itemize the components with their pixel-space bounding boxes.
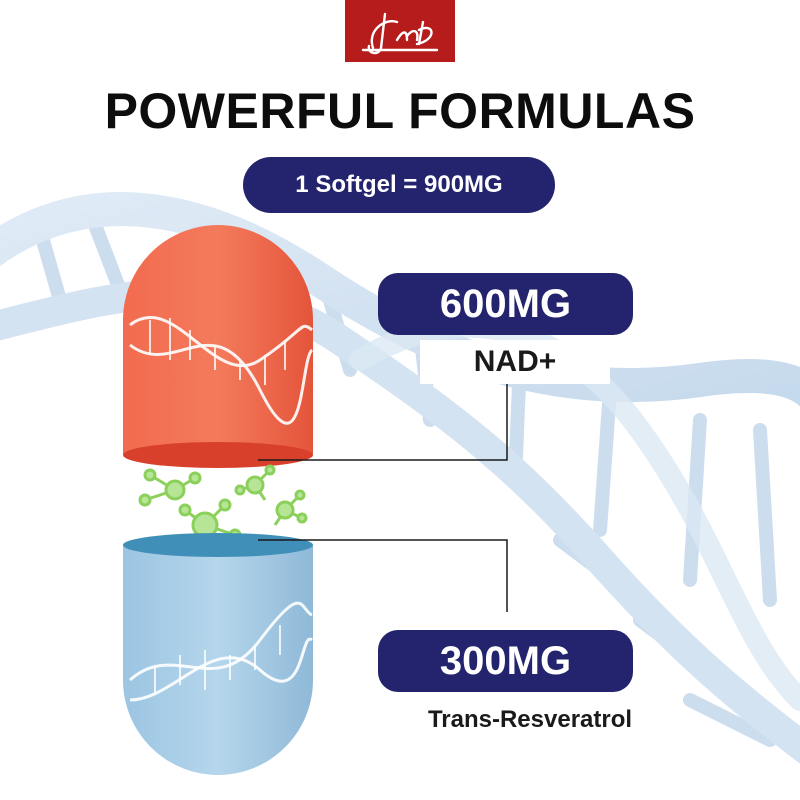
capsule-blue-half: [123, 533, 313, 775]
capsule-red-half: [123, 225, 314, 468]
resveratrol-amount-badge: 300MG: [378, 630, 633, 692]
connector-lines: [258, 382, 508, 612]
page-title: POWERFUL FORMULAS: [104, 83, 696, 139]
dose-badge: 1 Softgel = 900MG: [243, 157, 555, 213]
nad-amount-badge: 600MG: [378, 273, 633, 335]
brand-logo: [345, 0, 455, 62]
resveratrol-label: Trans-Resveratrol: [427, 706, 633, 733]
signature-logo-icon: [361, 12, 439, 55]
nad-label: NAD+: [420, 340, 610, 384]
